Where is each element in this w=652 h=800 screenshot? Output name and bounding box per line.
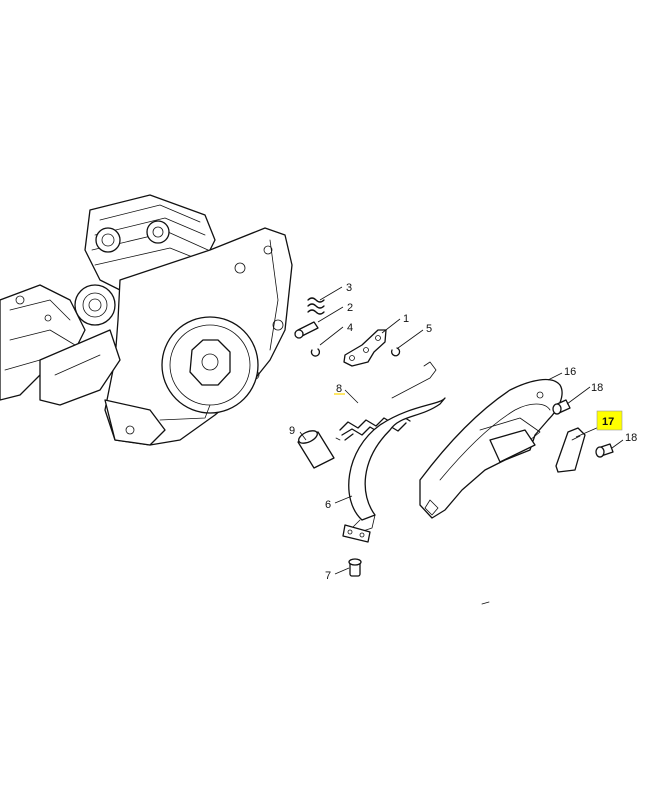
callout-17: 17 xyxy=(602,416,614,428)
part-7-screw xyxy=(348,558,362,577)
part-1-lever xyxy=(343,329,387,367)
part-16-hand-guard xyxy=(419,378,563,519)
callout-6: 6 xyxy=(325,499,331,511)
part-5-clip xyxy=(390,347,401,357)
callout-2: 2 xyxy=(347,302,353,314)
callout-17-highlight xyxy=(596,410,623,431)
stray-mark xyxy=(481,601,490,605)
callout-18-lower: 18 xyxy=(625,432,637,444)
callout-4: 4 xyxy=(347,322,353,334)
part-18-screw-upper xyxy=(552,399,571,415)
part-9-bushing xyxy=(297,430,335,469)
part-3-spring xyxy=(307,297,325,315)
callout-8: 8 xyxy=(336,383,342,395)
callout-labels: 3 2 4 1 5 8 9 6 7 16 18 17 18 xyxy=(289,282,637,582)
callout-3: 3 xyxy=(346,282,352,294)
callout-5: 5 xyxy=(426,323,432,335)
part-17-cover xyxy=(555,427,586,473)
part-18-screw-lower xyxy=(595,443,614,458)
callout-7: 7 xyxy=(325,570,331,582)
engine-assembly xyxy=(0,194,293,446)
leader-lines xyxy=(299,286,624,575)
part-2-pin xyxy=(294,321,319,339)
callout-1: 1 xyxy=(403,313,409,325)
callout-18-upper: 18 xyxy=(591,382,603,394)
callout-9: 9 xyxy=(289,425,295,437)
part-6-brake-band xyxy=(342,397,446,543)
callout-16: 16 xyxy=(564,366,576,378)
part-4-clip xyxy=(310,348,321,357)
